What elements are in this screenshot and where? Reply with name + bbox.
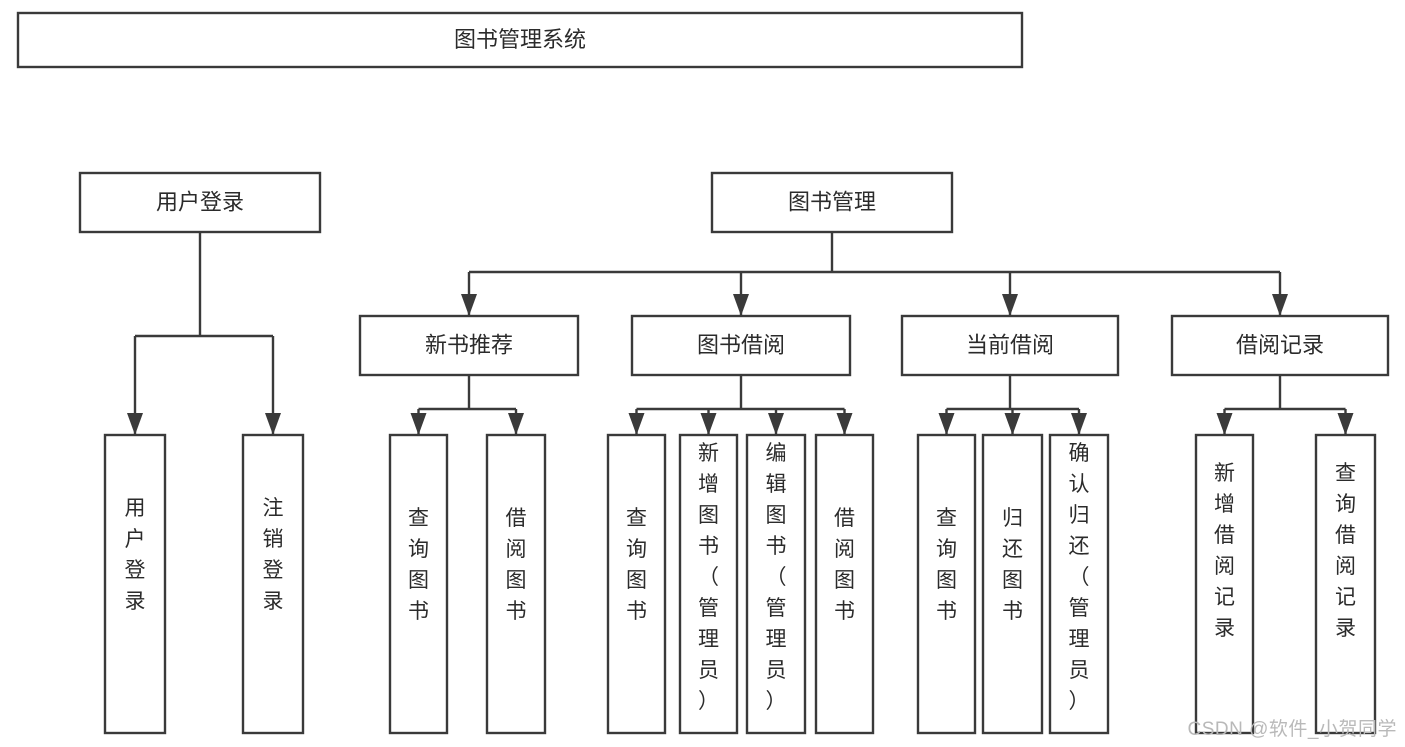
leaf-node-label: 查询图书: [408, 507, 429, 623]
leaf-node-label: 归还图书: [1002, 507, 1023, 623]
node-leaf-12[interactable]: 新增借阅记录: [1194, 433, 1255, 735]
node-borrow-record[interactable]: 借阅记录: [1170, 314, 1390, 377]
node-leaf-5[interactable]: 查询图书: [606, 433, 667, 735]
node-leaf-13[interactable]: 查询借阅记录: [1314, 433, 1377, 735]
node-rect: [916, 433, 977, 735]
leaf-node-label: 查询借阅记录: [1335, 462, 1356, 640]
node-book-management[interactable]: 图书管理: [710, 171, 954, 234]
node-leaf-1[interactable]: 用户登录: [103, 433, 167, 735]
node-leaf-11[interactable]: 确认归还（管理员）: [1048, 433, 1110, 735]
leaf-node-label: 借阅图书: [506, 507, 527, 623]
node-book-borrow[interactable]: 图书借阅: [630, 314, 852, 377]
node-rect: [1194, 433, 1255, 735]
node-new-book-rec[interactable]: 新书推荐: [358, 314, 580, 377]
leaf-node-label: 注销登录: [263, 497, 284, 613]
node-rect: [606, 433, 667, 735]
node-leaf-9[interactable]: 查询图书: [916, 433, 977, 735]
leaf-node-label: 新增图书（管理员）: [698, 442, 719, 713]
leaf-node-label: 查询图书: [626, 507, 647, 623]
node-label: 图书管理: [788, 189, 876, 214]
node-rect: [981, 433, 1044, 735]
node-rect: [678, 433, 739, 735]
node-rect: [358, 314, 580, 377]
node-rect: [900, 314, 1120, 377]
node-rect: [1048, 433, 1110, 735]
node-rect: [388, 433, 449, 735]
leaf-node-label: 确认归还（管理员）: [1069, 442, 1090, 713]
node-user-login[interactable]: 用户登录: [78, 171, 322, 234]
node-rect: [485, 433, 547, 735]
node-rect: [745, 433, 807, 735]
node-rect: [1314, 433, 1377, 735]
node-rect: [241, 433, 305, 735]
node-leaf-6[interactable]: 新增图书（管理员）: [678, 433, 739, 735]
node-rect: [710, 171, 954, 234]
node-leaf-10[interactable]: 归还图书: [981, 433, 1044, 735]
node-leaf-3[interactable]: 查询图书: [388, 433, 449, 735]
nodes-layer: 图书管理系统用户登录图书管理新书推荐图书借阅当前借阅借阅记录用户登录注销登录查询…: [16, 11, 1390, 735]
node-leaf-8[interactable]: 借阅图书: [814, 433, 875, 735]
node-leaf-7[interactable]: 编辑图书（管理员）: [745, 433, 807, 735]
node-rect: [1170, 314, 1390, 377]
node-label: 图书管理系统: [454, 27, 586, 52]
leaf-node-label: 借阅图书: [834, 507, 855, 623]
leaf-node-label: 查询图书: [936, 507, 957, 623]
node-current-borrow[interactable]: 当前借阅: [900, 314, 1120, 377]
node-rect: [103, 433, 167, 735]
node-rect: [814, 433, 875, 735]
node-label: 新书推荐: [425, 332, 513, 357]
node-root[interactable]: 图书管理系统: [16, 11, 1024, 69]
node-label: 图书借阅: [697, 332, 785, 357]
edges-layer: [127, 232, 1354, 435]
node-rect: [78, 171, 322, 234]
node-rect: [16, 11, 1024, 69]
node-label: 用户登录: [156, 189, 244, 214]
node-leaf-2[interactable]: 注销登录: [241, 433, 305, 735]
node-leaf-4[interactable]: 借阅图书: [485, 433, 547, 735]
leaf-node-label: 新增借阅记录: [1214, 462, 1235, 640]
node-label: 借阅记录: [1236, 332, 1324, 357]
leaf-node-label: 编辑图书（管理员）: [766, 442, 787, 713]
leaf-node-label: 用户登录: [125, 497, 146, 613]
node-rect: [630, 314, 852, 377]
node-label: 当前借阅: [966, 332, 1054, 357]
